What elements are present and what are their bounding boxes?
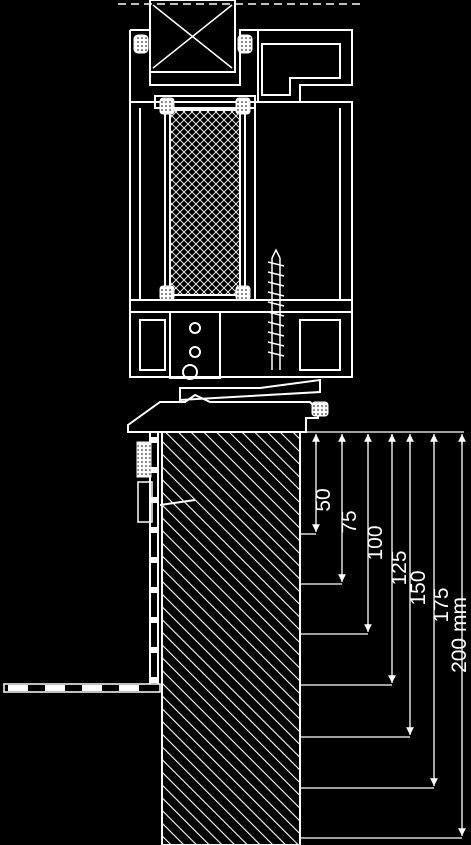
gasket-upper	[133, 34, 253, 54]
dimension-label-50: 50	[312, 488, 335, 511]
dimension-label-175: 175	[430, 587, 453, 622]
glazing-beads	[159, 97, 251, 301]
insulated-glazing-panel	[169, 109, 241, 296]
dimension-reference-lines	[300, 431, 464, 839]
dimension-arrow-heads-top	[312, 434, 466, 445]
dimension-labels: 50 75 100 125 150 175 200 mm	[312, 488, 471, 673]
masonry-wall	[161, 431, 301, 845]
external-render-strip	[136, 432, 196, 690]
dimension-label-200-mm: 200 mm	[448, 597, 471, 673]
dimension-label-75: 75	[338, 510, 361, 533]
dimension-label-150: 150	[407, 570, 430, 605]
dimension-label-100: 100	[364, 525, 387, 560]
dimension-label-125: 125	[388, 550, 411, 585]
dimension-arrows	[312, 440, 466, 836]
external-flashing-strip	[3, 683, 161, 693]
sill-profile	[127, 378, 329, 433]
fixing-screw	[267, 248, 285, 370]
thermal-break-block	[169, 311, 221, 380]
